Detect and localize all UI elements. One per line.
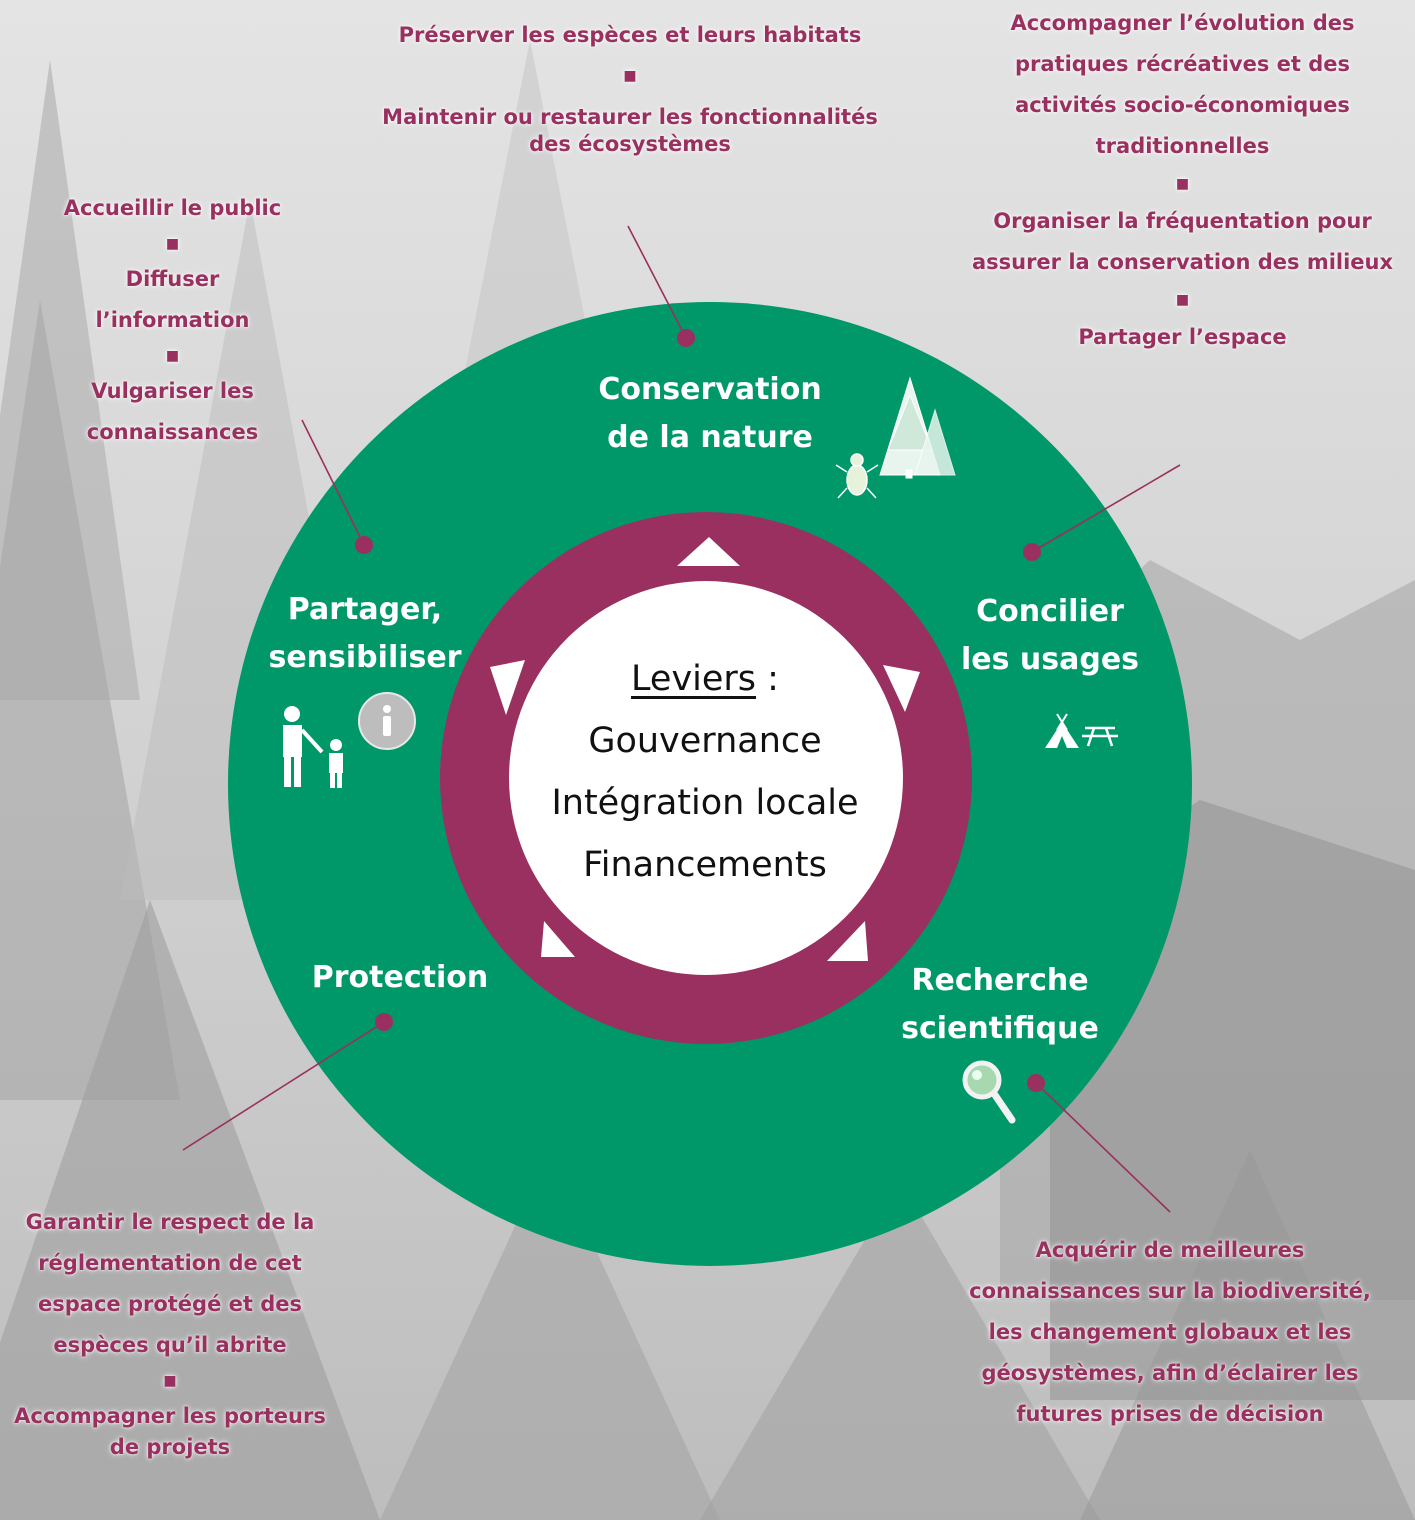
- tent-icon: [1045, 713, 1079, 748]
- tree-icon: [879, 376, 956, 479]
- connector-dot-bottom-right: [1027, 1074, 1045, 1092]
- connector-line-top: [627, 225, 687, 339]
- text-line: Préserver les espèces et leurs habitats: [398, 23, 862, 47]
- text-line: connaissances: [86, 420, 259, 444]
- magnifier-icon: [962, 1060, 1016, 1124]
- text-line: futures prises de décision: [1016, 1402, 1324, 1426]
- axis-conservation: Conservation de la nature: [545, 366, 875, 462]
- separator-square: ■: [165, 348, 180, 364]
- text-line: Garantir le respect de la: [25, 1210, 315, 1234]
- lever-item: Gouvernance: [588, 721, 822, 761]
- axis-partager: Partager, sensibiliser: [255, 586, 475, 682]
- text-line: les changement globaux et les: [988, 1320, 1352, 1344]
- connector-line-bottom-left: [182, 1021, 385, 1151]
- axis-concilier-line2: les usages: [960, 642, 1140, 677]
- connector-line-bottom-right: [1035, 1082, 1171, 1213]
- connector-dot-left: [355, 536, 373, 554]
- axis-conservation-line2: de la nature: [607, 420, 813, 455]
- axis-concilier: Concilier les usages: [940, 588, 1160, 684]
- arrow-triangle-left: [490, 660, 525, 715]
- axis-partager-line1: Partager,: [287, 592, 443, 627]
- text-line: de projets: [109, 1435, 231, 1459]
- connector-dot-top: [677, 329, 695, 347]
- insect-icon: [835, 453, 879, 499]
- text-line: géosystèmes, afin d’éclairer les: [981, 1361, 1359, 1385]
- text-block-top-center: Préserver les espèces et leurs habitats …: [340, 15, 920, 165]
- text-line: espèces qu’il abrite: [53, 1333, 287, 1357]
- connector-line-right: [1031, 464, 1181, 553]
- levers-title-colon: :: [756, 659, 779, 699]
- info-icon: [358, 692, 416, 750]
- text-line: Accompagner l’évolution des: [1010, 11, 1355, 35]
- separator-square: ■: [623, 68, 637, 84]
- separator-square: ■: [1175, 176, 1190, 192]
- separator-square: ■: [163, 1373, 177, 1389]
- axis-concilier-line1: Concilier: [976, 594, 1124, 629]
- connector-line-left: [301, 419, 365, 546]
- lever-item: Financements: [583, 845, 827, 885]
- text-line: espace protégé et des: [38, 1292, 302, 1316]
- axis-conservation-line1: Conservation: [598, 372, 822, 407]
- text-line: Partager l’espace: [1078, 325, 1287, 349]
- text-line: assurer la conservation des milieux: [971, 250, 1394, 274]
- axis-partager-line2: sensibiliser: [268, 640, 462, 675]
- center-levers: Leviers : Gouvernance Intégration locale…: [510, 648, 900, 896]
- text-block-top-right: Accompagner l’évolution des pratiques ré…: [960, 3, 1405, 358]
- axis-recherche-line1: Recherche: [911, 963, 1089, 998]
- arrow-triangle-right: [883, 665, 920, 712]
- levers-title-row: Leviers :: [510, 648, 900, 710]
- axis-protection: Protection: [290, 954, 510, 1002]
- text-line: Accueillir le public: [63, 196, 282, 220]
- separator-square: ■: [1175, 292, 1190, 308]
- text-block-bottom-left: Garantir le respect de la réglementation…: [0, 1202, 340, 1468]
- text-line: Maintenir ou restaurer les fonctionnalit…: [382, 105, 878, 129]
- axis-recherche-line2: scientifique: [901, 1011, 1099, 1046]
- text-line: traditionnelles: [1095, 134, 1270, 158]
- text-block-bottom-right: Acquérir de meilleures connaissances sur…: [950, 1230, 1390, 1435]
- family-icon: [283, 706, 343, 788]
- levers-title: Leviers: [631, 659, 757, 699]
- text-line: Accompagner les porteurs: [14, 1404, 326, 1428]
- separator-square: ■: [165, 236, 180, 252]
- text-line: pratiques récréatives et des: [1015, 52, 1350, 76]
- arrow-triangle-top: [677, 537, 740, 566]
- axis-protection-line1: Protection: [311, 960, 489, 995]
- connector-dot-bottom-left: [375, 1013, 393, 1031]
- text-line: réglementation de cet: [38, 1251, 302, 1275]
- center-circle: [509, 581, 903, 975]
- text-block-left: Accueillir le public ■ Diffuser l’inform…: [30, 188, 315, 453]
- text-line: Organiser la fréquentation pour: [993, 209, 1372, 233]
- text-line: connaissances sur la biodiversité,: [969, 1279, 1371, 1303]
- lever-item: Intégration locale: [551, 783, 859, 823]
- text-line: Acquérir de meilleures: [1035, 1238, 1305, 1262]
- connector-dot-right: [1023, 543, 1041, 561]
- picnic-table-icon: [1082, 726, 1118, 747]
- text-line: activités socio-économiques: [1015, 93, 1350, 117]
- text-line: des écosystèmes: [529, 132, 731, 156]
- axis-recherche: Recherche scientifique: [880, 957, 1120, 1053]
- text-line: Diffuser: [125, 267, 220, 291]
- arrow-triangle-bottom-right: [827, 921, 868, 961]
- text-line: l’information: [95, 308, 250, 332]
- arrow-triangle-bottom-left: [541, 921, 575, 957]
- text-line: Vulgariser les: [91, 379, 254, 403]
